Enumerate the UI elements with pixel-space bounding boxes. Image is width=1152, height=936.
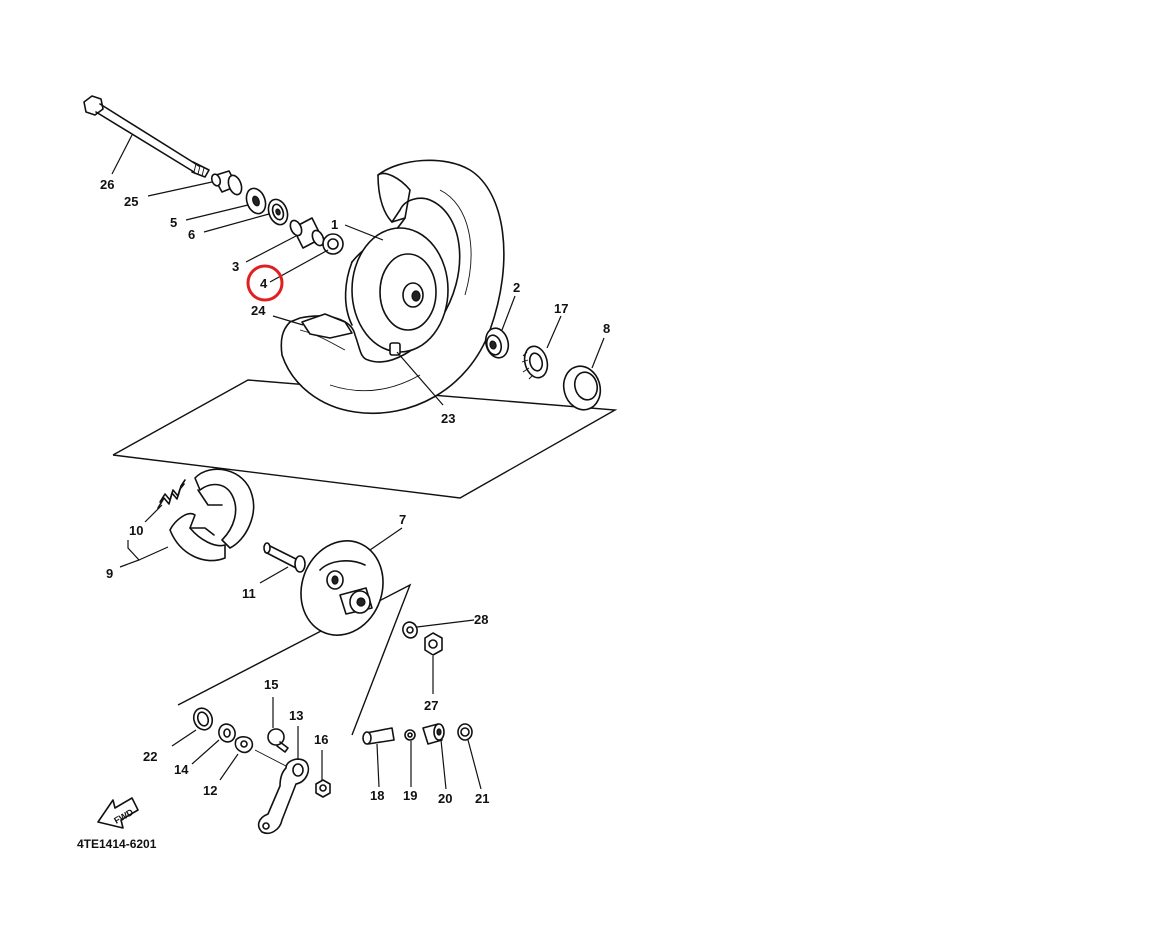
drawing-code: 4TE1414-6201	[77, 837, 157, 851]
part-10-spring	[157, 479, 186, 509]
callout-28: 28	[474, 612, 488, 627]
callout-2: 2	[513, 280, 520, 295]
callout-24: 24	[251, 303, 266, 318]
part-28-washer	[402, 621, 418, 639]
part-2-bearing	[484, 327, 510, 359]
part-7-brake-plate	[300, 540, 384, 636]
part-4-spacer-flange	[322, 233, 344, 255]
callout-15: 15	[264, 677, 278, 692]
callout-10: 10	[129, 523, 143, 538]
callout-26: 26	[100, 177, 114, 192]
callout-22: 22	[143, 749, 157, 764]
part-14-washer	[218, 723, 236, 743]
callout-23: 23	[441, 411, 455, 426]
part-13-brake-arm	[254, 749, 310, 835]
part-25-collar	[210, 170, 243, 196]
part-5-oil-seal	[245, 187, 267, 215]
callout-11: 11	[242, 586, 256, 601]
part-20-adjusting-nut	[422, 723, 445, 745]
part-26-axle	[83, 95, 210, 178]
callout-21: 21	[475, 791, 489, 806]
part-21-collar	[457, 723, 473, 741]
callout-7: 7	[399, 512, 406, 527]
part-12-indicator	[234, 736, 254, 754]
callout-4: 4	[260, 276, 268, 291]
callout-labels: 26 25 5 6 3 4 1 24 2 17 8 23 7 10 9 11 2…	[100, 177, 610, 806]
part-1-wheel	[280, 159, 505, 414]
part-16-nut	[315, 779, 331, 798]
callout-27: 27	[424, 698, 438, 713]
part-22-circlip	[192, 707, 214, 731]
part-18-joint	[362, 727, 395, 745]
callout-25: 25	[124, 194, 138, 209]
part-19-washer	[404, 729, 416, 741]
callout-16: 16	[314, 732, 328, 747]
callout-4-highlight-ring	[246, 264, 284, 302]
callout-12: 12	[203, 783, 217, 798]
callout-1: 1	[331, 217, 338, 232]
callout-13: 13	[289, 708, 303, 723]
part-3-spacer	[289, 217, 325, 249]
leader-lines	[111, 134, 605, 790]
part-8-oil-seal	[562, 365, 602, 411]
part-11-camshaft	[263, 542, 306, 573]
callout-19: 19	[403, 788, 417, 803]
callout-6: 6	[188, 227, 195, 242]
fwd-arrow-icon: FWD	[97, 797, 139, 829]
callout-14: 14	[174, 762, 189, 777]
callout-17: 17	[554, 301, 568, 316]
hub-group-frame	[177, 583, 412, 736]
callout-3: 3	[232, 259, 239, 274]
wheel-group-frame	[112, 379, 618, 499]
callout-9: 9	[106, 566, 113, 581]
part-17-gear	[521, 345, 549, 380]
part-6-bearing	[267, 198, 289, 226]
callout-5: 5	[170, 215, 177, 230]
part-15-bolt	[267, 728, 289, 753]
callout-18: 18	[370, 788, 384, 803]
part-27-nut	[424, 632, 443, 656]
part-9-brake-shoes	[169, 468, 255, 562]
callout-8: 8	[603, 321, 610, 336]
callout-20: 20	[438, 791, 452, 806]
